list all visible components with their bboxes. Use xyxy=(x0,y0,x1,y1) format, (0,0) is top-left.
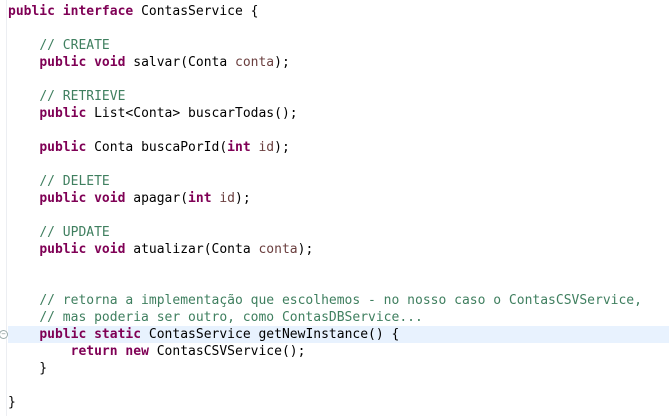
code-line[interactable]: } xyxy=(8,394,669,411)
code-line[interactable]: // UPDATE xyxy=(8,224,669,241)
keyword-token: void xyxy=(94,242,126,257)
code-token: ContasCSVService(); xyxy=(148,344,306,359)
code-token xyxy=(8,89,39,104)
parameter-token: conta xyxy=(258,242,298,257)
comment-token: // mas poderia ser outro, como ContasDBS… xyxy=(39,310,423,325)
code-token xyxy=(8,191,39,206)
code-token: ); xyxy=(235,191,251,206)
keyword-token: public xyxy=(39,140,87,155)
code-token: ContasService { xyxy=(133,4,259,19)
code-line[interactable]: // mas poderia ser outro, como ContasDBS… xyxy=(8,309,669,326)
code-token: apagar( xyxy=(125,191,189,206)
code-token: salvar(Conta xyxy=(125,55,235,70)
code-line[interactable]: public void atualizar(Conta conta); xyxy=(8,241,669,258)
code-line[interactable]: // RETRIEVE xyxy=(8,88,669,105)
keyword-token: public xyxy=(39,106,87,121)
keyword-token: public xyxy=(39,327,87,342)
code-line[interactable] xyxy=(8,258,669,275)
code-line[interactable] xyxy=(8,20,669,37)
keyword-token: void xyxy=(94,55,126,70)
code-line[interactable]: } xyxy=(8,360,669,377)
keyword-token: return xyxy=(70,344,118,359)
code-line-current[interactable]: − public static ContasService getNewInst… xyxy=(0,326,669,343)
code-token xyxy=(8,140,39,155)
code-token xyxy=(86,191,94,206)
parameter-token: conta xyxy=(235,55,275,70)
comment-token: // UPDATE xyxy=(39,225,110,240)
code-line[interactable] xyxy=(8,156,669,173)
comment-token: // CREATE xyxy=(39,38,110,53)
code-token xyxy=(8,174,39,189)
code-line[interactable]: public Conta buscaPorId(int id); xyxy=(8,139,669,156)
code-token xyxy=(55,4,63,19)
code-line[interactable] xyxy=(8,122,669,139)
code-token xyxy=(8,225,39,240)
code-token xyxy=(8,327,39,342)
keyword-token: public xyxy=(39,191,87,206)
keyword-token: interface xyxy=(62,4,134,19)
code-token: ContasService getNewInstance() { xyxy=(141,327,400,342)
code-token xyxy=(8,106,39,121)
code-token: } xyxy=(8,361,48,376)
code-line[interactable]: // CREATE xyxy=(8,37,669,54)
code-line[interactable]: return new ContasCSVService(); xyxy=(8,343,669,360)
comment-token: // retorna a implementação que escolhemo… xyxy=(39,293,642,308)
editor-gutter xyxy=(0,0,7,416)
code-token xyxy=(86,327,94,342)
keyword-token: new xyxy=(125,344,149,359)
keyword-token: int xyxy=(188,191,212,206)
keyword-token: static xyxy=(94,327,142,342)
code-token xyxy=(8,38,39,53)
code-line[interactable]: public void apagar(int id); xyxy=(8,190,669,207)
code-token xyxy=(86,242,94,257)
code-line[interactable] xyxy=(8,71,669,88)
parameter-token: id xyxy=(219,191,236,206)
code-line[interactable] xyxy=(8,207,669,224)
code-line[interactable]: public interface ContasService { xyxy=(8,3,669,20)
keyword-token: int xyxy=(227,140,251,155)
code-token xyxy=(8,293,39,308)
keyword-token: public xyxy=(39,55,87,70)
code-line[interactable]: public List<Conta> buscarTodas(); xyxy=(8,105,669,122)
code-token xyxy=(8,344,71,359)
parameter-token: id xyxy=(258,140,275,155)
code-token: Conta buscaPorId( xyxy=(86,140,228,155)
code-token: List<Conta> buscarTodas(); xyxy=(86,106,298,121)
keyword-token: void xyxy=(94,191,126,206)
code-token xyxy=(8,242,39,257)
keyword-token: public xyxy=(39,242,87,257)
code-token: atualizar(Conta xyxy=(125,242,259,257)
code-token xyxy=(8,310,39,325)
code-token: } xyxy=(8,395,16,410)
code-line[interactable] xyxy=(8,377,669,394)
code-line[interactable]: public void salvar(Conta conta); xyxy=(8,54,669,71)
code-line[interactable] xyxy=(8,275,669,292)
code-token: ); xyxy=(274,140,290,155)
comment-token: // RETRIEVE xyxy=(39,89,126,104)
collapse-icon[interactable]: − xyxy=(0,330,8,339)
code-token: ); xyxy=(274,55,290,70)
code-line[interactable]: // DELETE xyxy=(8,173,669,190)
code-editor[interactable]: public interface ContasService { // CREA… xyxy=(0,3,669,411)
code-token: ); xyxy=(297,242,314,257)
code-token xyxy=(86,55,94,70)
keyword-token: public xyxy=(8,4,55,19)
code-line[interactable]: // retorna a implementação que escolhemo… xyxy=(8,292,669,309)
comment-token: // DELETE xyxy=(39,174,110,189)
code-token xyxy=(8,55,39,70)
